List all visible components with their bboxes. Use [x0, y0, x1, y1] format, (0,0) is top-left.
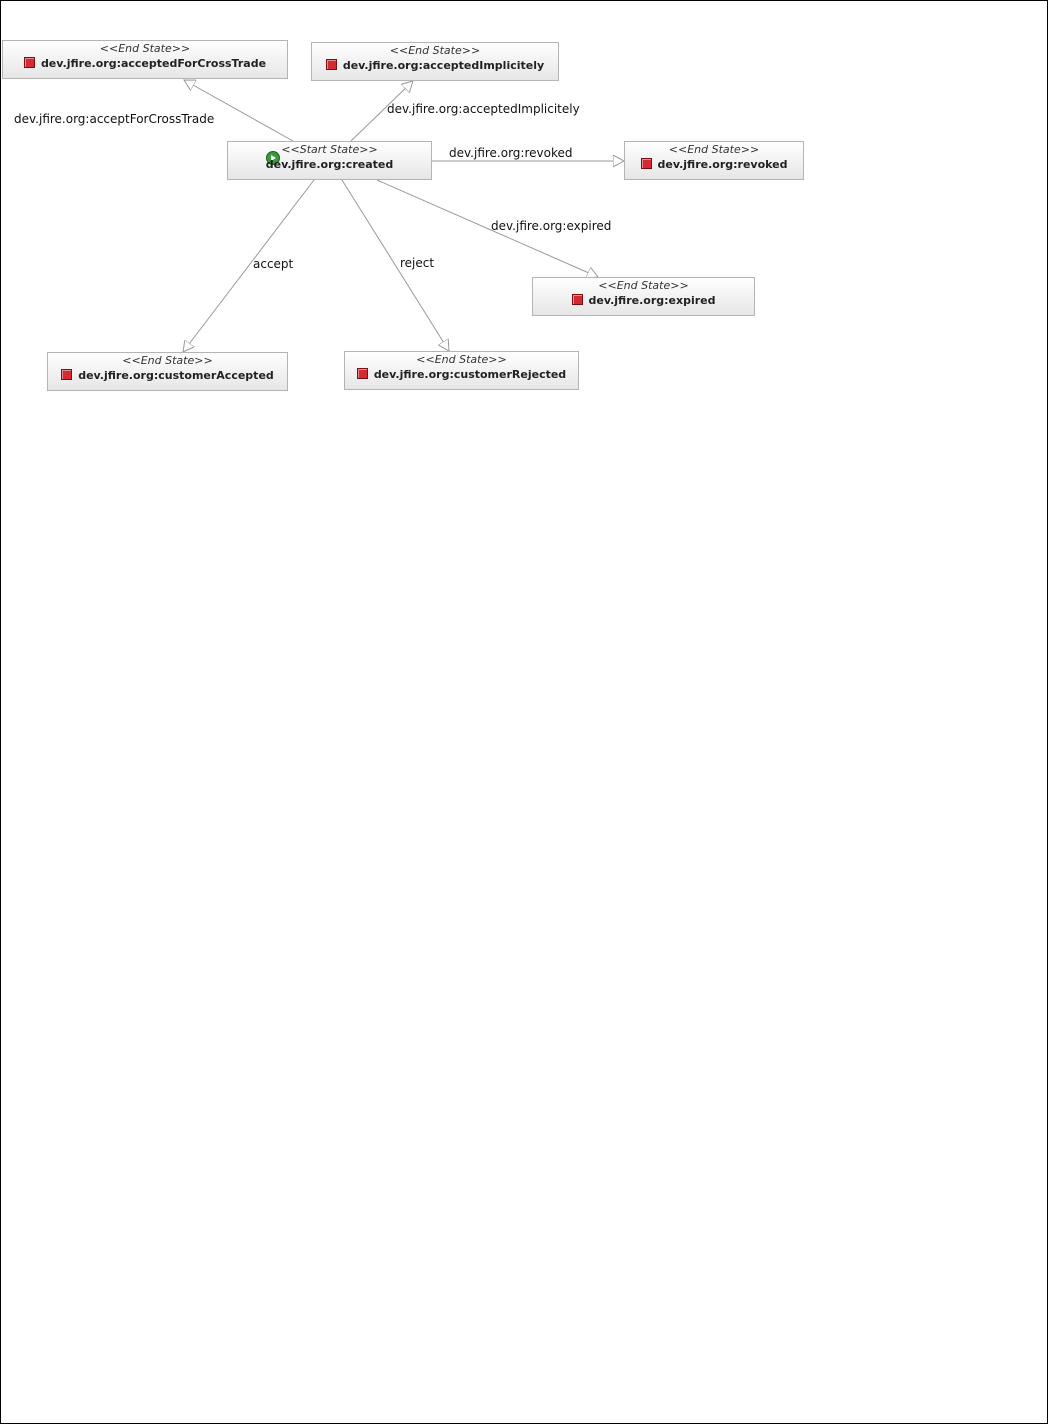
node-name: dev.jfire.org:acceptedForCrossTrade — [3, 57, 287, 71]
node-stereotype: <<Start State>> — [281, 143, 378, 156]
end-state-accepted-for-cross-trade[interactable]: <<End State>> dev.jfire.org:acceptedForC… — [2, 40, 288, 79]
end-state-icon — [640, 158, 652, 169]
edge-label-reject: reject — [400, 256, 435, 270]
node-name: dev.jfire.org:customerAccepted — [48, 369, 287, 383]
start-state-created[interactable]: <<Start State>> dev.jfire.org:created — [227, 141, 432, 180]
node-stereotype: <<End State>> — [668, 143, 760, 156]
node-name-text: dev.jfire.org:revoked — [657, 158, 788, 171]
edge-expired[interactable] — [376, 179, 598, 277]
end-state-icon — [61, 369, 73, 380]
edge-reject[interactable] — [341, 179, 449, 351]
node-name: dev.jfire.org:customerRejected — [345, 368, 578, 382]
end-state-accepted-implicitely[interactable]: <<End State>> dev.jfire.org:acceptedImpl… — [311, 42, 559, 81]
edge-label-expired: dev.jfire.org:expired — [491, 219, 612, 233]
edge-label-accept: accept — [253, 257, 294, 271]
end-state-customer-accepted[interactable]: <<End State>> dev.jfire.org:customerAcce… — [47, 352, 288, 391]
end-state-revoked[interactable]: <<End State>> dev.jfire.org:revoked — [624, 141, 804, 180]
edge-accept-for-cross-trade[interactable] — [184, 80, 294, 142]
end-state-icon — [325, 59, 337, 70]
node-name-text: dev.jfire.org:customerRejected — [373, 368, 567, 381]
node-name-text: dev.jfire.org:acceptedForCrossTrade — [40, 57, 267, 70]
end-state-customer-rejected[interactable]: <<End State>> dev.jfire.org:customerReje… — [344, 351, 579, 390]
end-state-icon — [571, 294, 583, 305]
end-state-icon — [356, 368, 368, 379]
node-name: dev.jfire.org:created — [228, 158, 431, 172]
node-name: dev.jfire.org:revoked — [625, 158, 803, 172]
end-state-icon — [23, 57, 35, 68]
edge-label-accept-for-cross-trade: dev.jfire.org:acceptForCrossTrade — [14, 112, 215, 126]
node-stereotype: <<End State>> — [598, 279, 689, 292]
node-name: dev.jfire.org:expired — [533, 294, 754, 308]
node-name-text: dev.jfire.org:acceptedImplicitely — [342, 59, 545, 72]
node-name-text: dev.jfire.org:customerAccepted — [78, 369, 274, 382]
node-stereotype: <<End State>> — [389, 44, 481, 57]
node-name-text: dev.jfire.org:expired — [588, 294, 716, 307]
edge-accepted-implicitely[interactable] — [350, 81, 413, 142]
node-name-text: dev.jfire.org:created — [265, 158, 394, 171]
node-stereotype: <<End State>> — [416, 353, 507, 366]
edge-label-revoked: dev.jfire.org:revoked — [449, 146, 573, 160]
node-stereotype: <<End State>> — [122, 354, 213, 367]
edge-accept[interactable] — [183, 179, 315, 352]
node-name: dev.jfire.org:acceptedImplicitely — [312, 59, 558, 73]
end-state-expired[interactable]: <<End State>> dev.jfire.org:expired — [532, 277, 755, 316]
node-stereotype: <<End State>> — [99, 42, 191, 55]
start-state-icon — [266, 151, 280, 165]
edge-label-accepted-implicitely: dev.jfire.org:acceptedImplicitely — [387, 102, 580, 116]
